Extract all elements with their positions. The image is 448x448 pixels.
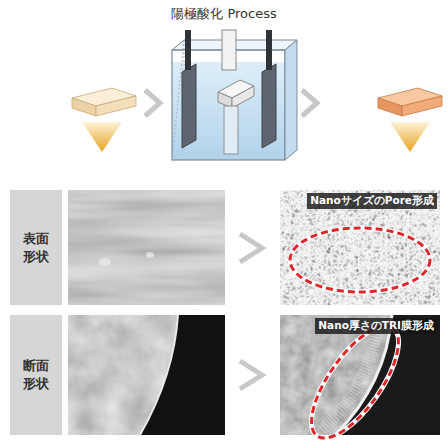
- flow-chevron: [145, 90, 160, 116]
- sem-section-before: [68, 315, 225, 435]
- flow-chevron: [240, 361, 262, 389]
- node-text: 断面 形状: [21, 357, 51, 393]
- anodizing-tank: [172, 30, 297, 160]
- image-caption-box: NanoサイズのPore形成: [280, 190, 440, 305]
- down-arrow: [82, 122, 122, 152]
- row-label: 表面 形状: [10, 190, 62, 305]
- node-text: Nano厚さのTRI膜形成: [315, 318, 437, 334]
- image-caption-box: Nano厚さのTRI膜形成: [280, 315, 440, 435]
- highlight-ellipse: [290, 228, 430, 292]
- highlight-ellipse: [290, 228, 430, 292]
- down-arrow: [390, 122, 430, 152]
- sample-after: [378, 88, 442, 116]
- sem-surface-before: [68, 190, 225, 305]
- node-text: NanoサイズのPore形成: [307, 193, 437, 209]
- flow-chevron: [302, 90, 317, 116]
- diagram-title: 陽極酸化 Process: [0, 5, 448, 23]
- row-label: 断面 形状: [10, 315, 62, 435]
- sample-before: [72, 88, 136, 116]
- flow-chevron: [240, 234, 262, 262]
- sem-surface-after: [280, 190, 440, 305]
- node-text: 表面 形状: [21, 230, 51, 266]
